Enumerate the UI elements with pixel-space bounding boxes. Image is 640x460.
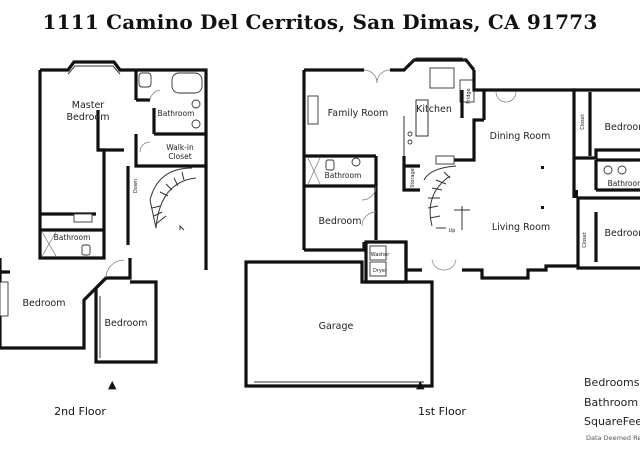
room-labels: Master Bedroom Bathroom Walk-in Closet B… xyxy=(23,88,640,418)
label-kitchen: Kitchen xyxy=(416,104,452,115)
label-2f-bedroom-left: Bedroom xyxy=(23,298,66,309)
master-bathroom-walls xyxy=(136,68,208,136)
info-bedrooms: Bedrooms xyxy=(584,376,640,389)
first-floor-plan: ▲ xyxy=(244,57,640,391)
bedroom-left-walls xyxy=(304,210,378,252)
fireplace xyxy=(307,95,319,125)
door-swing xyxy=(105,259,125,279)
door-swing xyxy=(361,185,377,201)
label-garage: Garage xyxy=(319,321,354,332)
label-2nd-floor: 2nd Floor xyxy=(54,405,106,418)
label-closet-top: Closet xyxy=(580,114,586,130)
info-bathrooms: Bathroom xyxy=(584,396,639,409)
french-door xyxy=(431,259,457,271)
label-walkin-line1: Walk-in xyxy=(166,143,194,152)
shower xyxy=(307,157,321,185)
label-bedroom-top-right: Bedroom xyxy=(605,122,640,133)
label-stairs-up: Up xyxy=(449,228,456,234)
column xyxy=(574,190,578,198)
stair-arrow xyxy=(179,224,185,231)
toilet xyxy=(81,244,91,256)
label-stairs-down: Down xyxy=(133,179,139,193)
living-room-walls xyxy=(404,242,578,280)
toilet xyxy=(138,72,152,88)
label-1f-bathroom: Bathroom xyxy=(325,171,362,180)
label-bathroom-right: Bathroom xyxy=(608,179,640,188)
label-fridge: Fridge xyxy=(466,88,472,103)
north-arrow: ▲ xyxy=(416,378,425,391)
staircase xyxy=(149,167,197,229)
label-washer: Washer xyxy=(371,252,391,258)
bedroom-left-walls xyxy=(0,258,132,350)
sink xyxy=(191,119,201,129)
bedroom-bottom-right-walls xyxy=(576,196,640,270)
french-door xyxy=(363,69,391,84)
door-swing xyxy=(361,211,377,227)
dining-room-walls xyxy=(482,88,576,198)
fireplace xyxy=(0,281,9,317)
walkin-closet-walls xyxy=(134,134,208,168)
kitchen-bay-window xyxy=(407,57,471,67)
sink xyxy=(603,165,613,175)
label-bedroom-bottom-right: Bedroom xyxy=(605,228,640,239)
label-dining-room: Dining Room xyxy=(490,131,551,142)
label-1f-bedroom-left: Bedroom xyxy=(319,216,362,227)
label-master-line1: Master xyxy=(72,100,105,111)
bathroom-left-walls xyxy=(304,156,378,210)
bathroom-right-walls xyxy=(594,158,640,192)
column xyxy=(541,166,544,169)
sink xyxy=(191,99,201,109)
north-arrow: ▲ xyxy=(108,378,117,391)
bathtub xyxy=(171,72,203,94)
label-master-line2: Bedroom xyxy=(67,112,110,123)
sink xyxy=(435,155,455,165)
burner xyxy=(407,139,413,145)
second-floor-plan: ▲ xyxy=(0,60,208,391)
bedroom-right-walls xyxy=(94,276,158,364)
bedroom-top-right-walls xyxy=(574,88,640,160)
kitchen-walls xyxy=(436,70,484,162)
vanity xyxy=(73,213,93,223)
shower xyxy=(41,231,57,257)
column xyxy=(541,206,544,209)
label-2f-bathroom: Bathroom xyxy=(54,233,91,242)
info-square-feet: SquareFee xyxy=(584,415,640,428)
disclaimer-text: Data Deemed Reliable, I xyxy=(586,434,640,442)
range-hood xyxy=(429,67,455,89)
storage-walls xyxy=(402,156,420,192)
toilet xyxy=(325,159,335,171)
newel xyxy=(454,206,470,230)
label-living-room: Living Room xyxy=(492,222,550,233)
hall-walls xyxy=(98,148,208,270)
kitchen-island xyxy=(403,99,429,156)
bathroom-walls xyxy=(38,214,106,260)
label-master-bathroom: Bathroom xyxy=(158,109,195,118)
label-walkin-line2: Closet xyxy=(168,152,191,161)
label-family-room: Family Room xyxy=(328,108,389,119)
bay-window xyxy=(67,65,121,75)
plan-title: 1111 Camino Del Cerritos, San Dimas, CA … xyxy=(42,10,598,34)
french-door xyxy=(495,91,517,103)
label-closet-bottom: Closet xyxy=(582,232,588,248)
label-1st-floor: 1st Floor xyxy=(418,405,466,418)
garage-walls xyxy=(244,260,434,388)
sink xyxy=(351,157,361,167)
label-dryer: Dryer xyxy=(373,268,388,274)
sink xyxy=(617,165,627,175)
staircase xyxy=(423,165,457,229)
label-storage: Storage xyxy=(410,168,416,188)
dryer xyxy=(369,261,387,277)
burner xyxy=(407,131,413,137)
label-2f-bedroom-right: Bedroom xyxy=(105,318,148,329)
door-swing xyxy=(149,89,161,101)
washer xyxy=(369,245,387,261)
door-swing xyxy=(139,141,151,153)
master-bedroom-walls xyxy=(38,60,138,216)
